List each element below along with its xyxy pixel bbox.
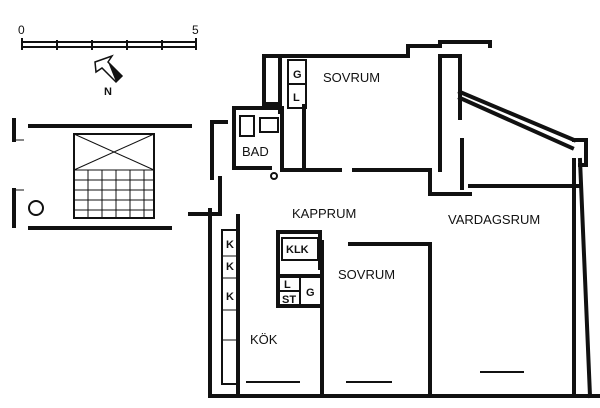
scale-min-label: 0 [18, 23, 25, 37]
stairwell [14, 133, 155, 218]
kitchen-counter [221, 229, 239, 385]
scale-max-label: 5 [192, 23, 199, 37]
room-kapprum: KAPPRUM [292, 206, 356, 221]
fixture-k-2: K [226, 261, 234, 273]
fixture-l-top: L [293, 92, 300, 104]
wardrobe-top [287, 59, 307, 109]
fixture-g-top: G [293, 69, 302, 81]
fixture-klk: KLK [286, 244, 309, 256]
fixture-k-1: K [226, 239, 234, 251]
bathroom-fixtures [239, 115, 279, 180]
north-arrow-icon: N [94, 54, 124, 98]
room-vardagsrum: VARDAGSRUM [448, 212, 540, 227]
fixture-st: ST [282, 294, 296, 306]
room-sovrum-2: SOVRUM [338, 267, 395, 282]
north-label: N [104, 86, 112, 98]
fixture-l-mid: L [284, 279, 291, 291]
room-bad: BAD [242, 144, 269, 159]
room-kok: KÖK [250, 332, 278, 347]
fixture-g-mid: G [306, 287, 315, 299]
room-sovrum-1: SOVRUM [323, 70, 380, 85]
fixture-k-3: K [226, 291, 234, 303]
scale-bar: 0 5 [18, 23, 199, 50]
